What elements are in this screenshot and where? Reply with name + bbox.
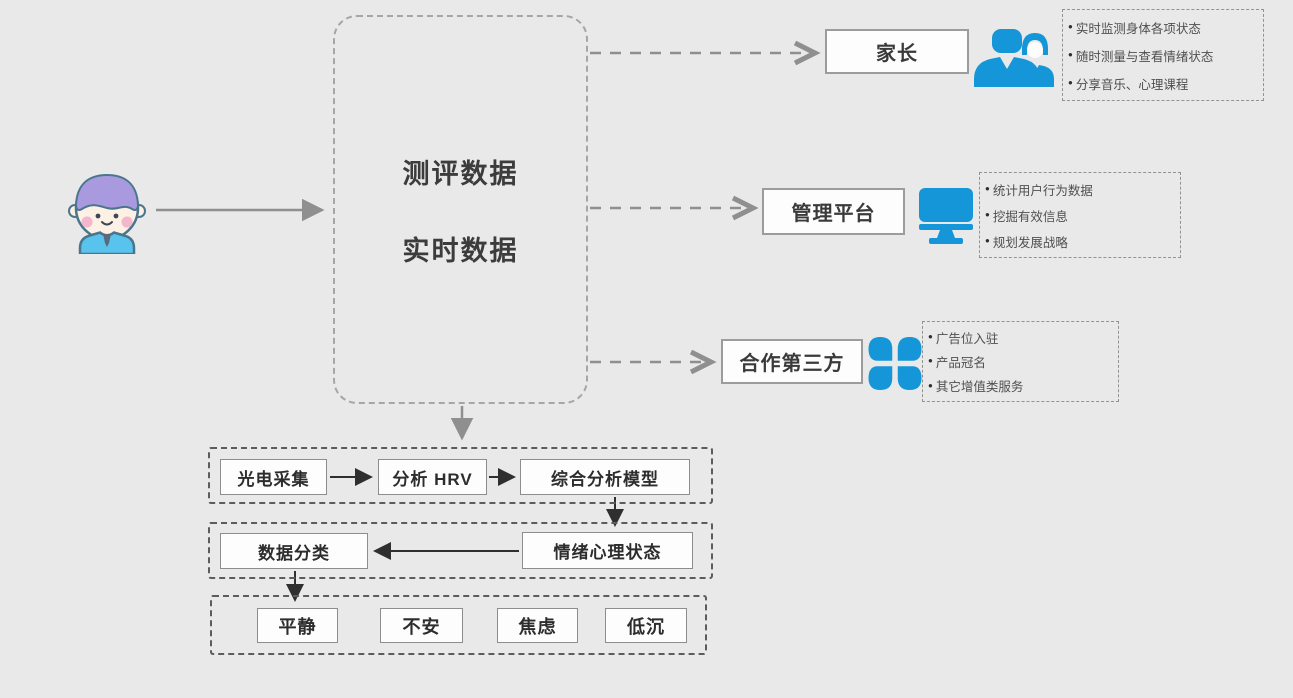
node-mood-low: 低沉 (605, 608, 687, 643)
bullet-icon: ● (928, 332, 933, 342)
list-item: ● 统计用户行为数据 (985, 180, 1175, 199)
list-item: ● 产品冠名 (928, 352, 1113, 371)
node-management-platform-label: 管理平台 (791, 203, 876, 225)
node-hrv-analysis-label: 分析 HRV (392, 469, 473, 489)
list-item-text: 统计用户行为数据 (992, 183, 1093, 198)
list-item-text: 分享音乐、心理课程 (1075, 77, 1189, 92)
node-third-party: 合作第三方 (721, 339, 863, 384)
list-item: ● 分享音乐、心理课程 (1068, 74, 1258, 93)
list-item: ● 广告位入驻 (928, 328, 1113, 347)
list-item-text: 广告位入驻 (935, 331, 999, 346)
hub-line-realtime-data: 实时数据 (402, 235, 519, 266)
node-third-party-label: 合作第三方 (739, 353, 845, 375)
node-photoelectric-collection-label: 光电采集 (237, 469, 310, 489)
node-parents: 家长 (825, 29, 969, 74)
hub-data-box: 测评数据 实时数据 (333, 15, 588, 404)
bullet-icon: ● (985, 210, 990, 219)
list-item-text: 产品冠名 (935, 355, 986, 370)
list-item: ● 规划发展战略 (985, 232, 1175, 251)
list-item-text: 实时监测身体各项状态 (1075, 21, 1201, 36)
list-item: ● 其它增值类服务 (928, 376, 1113, 395)
bullet-icon: ● (1068, 50, 1073, 59)
monitor-icon (919, 188, 973, 244)
platform-benefit-list: ● 统计用户行为数据 ● 挖掘有效信息 ● 规划发展战略 (979, 172, 1181, 258)
bullet-icon: ● (1068, 78, 1073, 87)
node-mood-uneasy-label: 不安 (402, 616, 441, 637)
bullet-icon: ● (985, 236, 990, 245)
node-comprehensive-analysis-model: 综合分析模型 (520, 459, 690, 495)
node-mood-calm: 平静 (257, 608, 338, 643)
list-item: ● 挖掘有效信息 (985, 206, 1175, 225)
node-mood-calm-label: 平静 (278, 616, 317, 637)
child-user-avatar (68, 173, 146, 254)
bullet-icon: ● (928, 380, 933, 390)
node-mood-anxious: 焦虑 (497, 608, 578, 643)
list-item-text: 规划发展战略 (992, 235, 1068, 250)
node-mood-anxious-label: 焦虑 (518, 616, 557, 637)
parents-icon (974, 29, 1054, 87)
parents-benefit-list: ● 实时监测身体各项状态 ● 随时测量与查看情绪状态 ● 分享音乐、心理课程 (1062, 9, 1264, 101)
pipeline-container-classification (208, 522, 713, 579)
node-data-classification: 数据分类 (220, 533, 368, 569)
node-photoelectric-collection: 光电采集 (220, 459, 327, 495)
node-management-platform: 管理平台 (762, 188, 905, 235)
bullet-icon: ● (928, 356, 933, 366)
hub-line-evaluation-data: 测评数据 (402, 158, 519, 189)
pipeline-container-analysis (208, 447, 713, 504)
list-item-text: 其它增值类服务 (935, 380, 1024, 395)
list-item-text: 挖掘有效信息 (992, 209, 1068, 224)
node-data-classification-label: 数据分类 (258, 543, 330, 563)
node-parents-label: 家长 (876, 43, 918, 65)
node-comprehensive-analysis-model-label: 综合分析模型 (551, 469, 659, 489)
list-item: ● 实时监测身体各项状态 (1068, 18, 1258, 37)
clover-icon (868, 337, 922, 390)
pipeline-container-moods (210, 595, 707, 655)
node-emotional-state: 情绪心理状态 (522, 532, 693, 569)
third-party-benefit-list: ● 广告位入驻 ● 产品冠名 ● 其它增值类服务 (922, 321, 1119, 402)
node-emotional-state-label: 情绪心理状态 (553, 543, 662, 562)
node-mood-uneasy: 不安 (380, 608, 463, 643)
list-item-text: 随时测量与查看情绪状态 (1075, 49, 1214, 64)
bullet-icon: ● (985, 184, 990, 193)
list-item: ● 随时测量与查看情绪状态 (1068, 46, 1258, 65)
bullet-icon: ● (1068, 22, 1073, 31)
node-hrv-analysis: 分析 HRV (378, 459, 487, 495)
node-mood-low-label: 低沉 (627, 616, 665, 637)
